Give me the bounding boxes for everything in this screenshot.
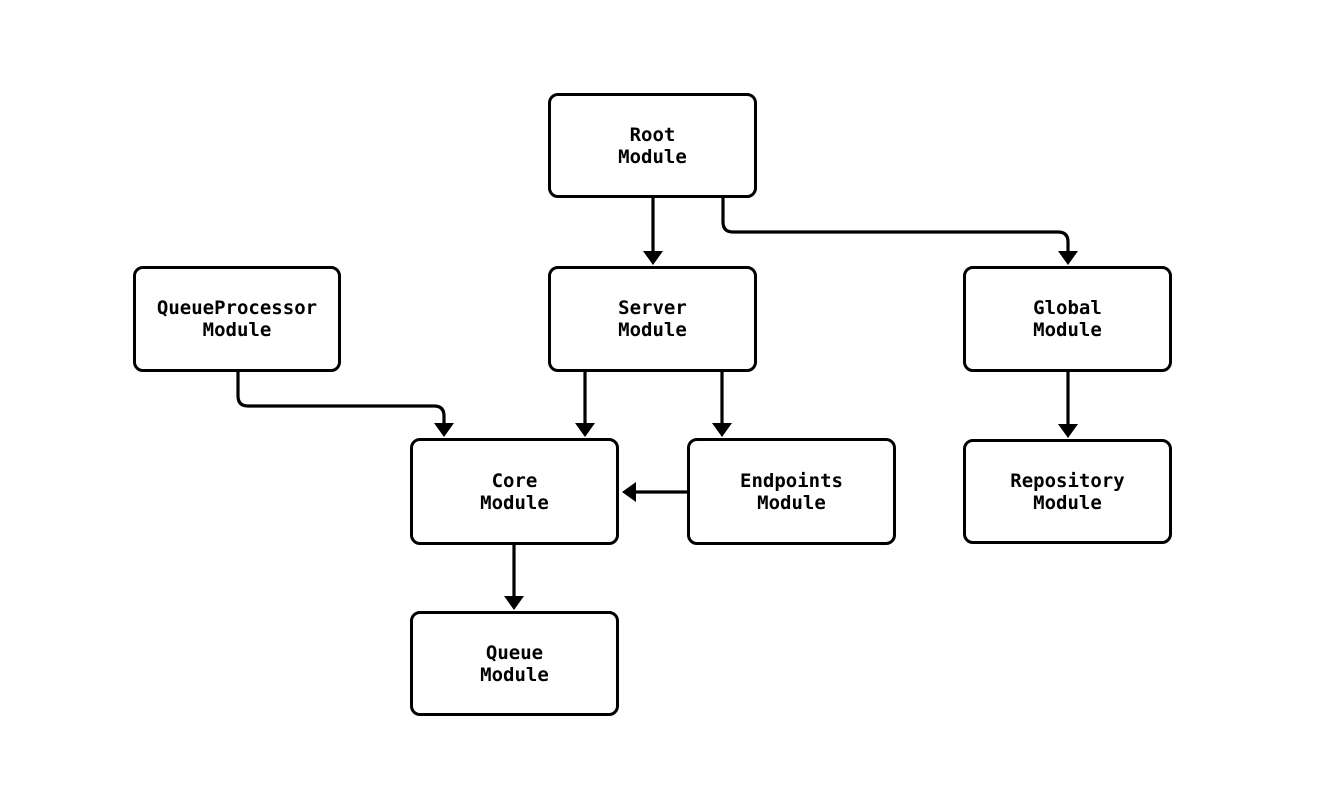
edge-global-to-repository	[1058, 372, 1078, 438]
edge-root-to-global	[721, 198, 1078, 265]
node-repository-module: Repository Module	[963, 439, 1172, 544]
edge-endpoints-to-core	[622, 482, 687, 502]
arrowhead-left-icon	[622, 482, 636, 502]
edge-line	[236, 372, 446, 424]
node-global-module: Global Module	[963, 266, 1172, 372]
arrowhead-down-icon	[1058, 424, 1078, 438]
node-label: Queue Module	[480, 641, 549, 686]
edge-core-to-queue	[504, 545, 524, 610]
arrowhead-down-icon	[575, 423, 595, 437]
arrowhead-down-icon	[1058, 251, 1078, 265]
arrowhead-down-icon	[643, 251, 663, 265]
edge-line	[721, 198, 1070, 252]
node-queueprocessor-module: QueueProcessor Module	[133, 266, 341, 372]
node-label: Endpoints Module	[740, 469, 843, 514]
node-label: Repository Module	[1010, 469, 1125, 514]
node-server-module: Server Module	[548, 266, 757, 372]
node-label: Server Module	[618, 297, 687, 341]
node-endpoints-module: Endpoints Module	[687, 438, 896, 545]
arrowhead-down-icon	[712, 423, 732, 437]
node-label: Root Module	[618, 123, 687, 168]
arrowhead-down-icon	[504, 596, 524, 610]
arrowhead-down-icon	[434, 423, 454, 437]
node-label: QueueProcessor Module	[156, 297, 318, 341]
node-core-module: Core Module	[410, 438, 619, 545]
node-root-module: Root Module	[548, 93, 757, 198]
edge-server-to-endpoints	[712, 372, 732, 437]
node-queue-module: Queue Module	[410, 611, 619, 716]
edge-server-to-core	[575, 372, 595, 437]
edge-root-to-server	[643, 198, 663, 265]
node-label: Global Module	[1033, 297, 1102, 341]
edge-queueprocessor-to-core	[236, 372, 454, 437]
node-label: Core Module	[480, 469, 549, 514]
